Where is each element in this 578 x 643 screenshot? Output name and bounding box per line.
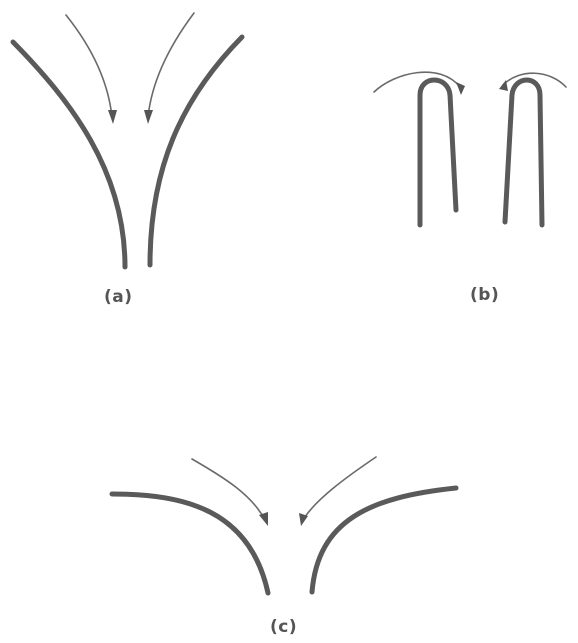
panel-a-left-wall	[10, 39, 128, 270]
panel-a-right-arrowhead	[144, 110, 153, 124]
panel-b-left-wall	[417, 77, 459, 228]
panel-a-right-wall	[147, 34, 245, 268]
panel-b-left-arrowhead	[456, 82, 465, 95]
panel-c-left-flow-arrow	[191, 458, 266, 521]
panel-b-right-arrowhead	[499, 80, 508, 91]
panel-b-label: (b)	[470, 285, 500, 305]
panel-b-right-wall	[502, 77, 545, 228]
panel-b-left-flow-arrow	[373, 71, 461, 93]
panel-a-right-flow-arrow	[147, 12, 195, 118]
panel-b	[373, 71, 567, 228]
panel-c-left-arrowhead	[259, 512, 268, 526]
panel-a-left-flow-arrow	[65, 14, 113, 118]
panel-a-left-arrowhead	[108, 110, 117, 124]
panel-c-left-wall	[109, 491, 271, 596]
panel-a-label: (a)	[104, 287, 133, 307]
panel-c-right-arrowhead	[299, 513, 308, 526]
panel-c	[109, 456, 459, 596]
panel-c-label: (c)	[270, 617, 298, 637]
panel-c-right-wall	[309, 485, 459, 595]
panel-a	[10, 12, 245, 270]
panel-c-right-flow-arrow	[302, 456, 377, 521]
panel-b-right-flow-arrow	[502, 72, 567, 88]
